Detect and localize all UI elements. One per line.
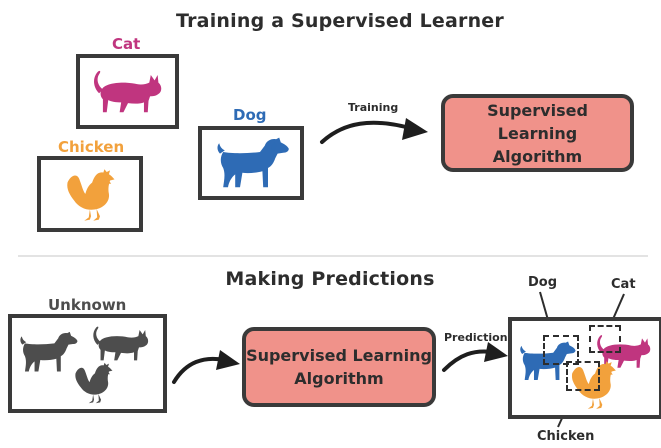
cat-image-frame xyxy=(76,54,179,129)
unknown-animals-icon xyxy=(20,326,149,404)
output-image-frame xyxy=(508,317,661,419)
prediction-algorithm-box: Supervised Learning Algorithm xyxy=(242,327,436,407)
dog-detection-box xyxy=(543,335,579,365)
chicken-image-frame xyxy=(37,156,143,232)
prediction-algorithm-line2: Algorithm xyxy=(294,369,384,388)
unknown-image-frame xyxy=(8,314,167,413)
prediction-algorithm-line1: Supervised Learning xyxy=(246,346,432,365)
training-algorithm-line1: Supervised Learning xyxy=(487,100,588,143)
dog-image-frame xyxy=(198,126,304,200)
dog-icon xyxy=(217,137,289,188)
training-arrow-label: Training xyxy=(348,101,399,114)
cat-icon xyxy=(94,70,162,113)
section-divider xyxy=(18,255,648,257)
dog-label: Dog xyxy=(233,106,267,124)
training-algorithm-line2: Algorithm xyxy=(492,146,583,166)
chicken-detection-box xyxy=(566,361,600,391)
training-algorithm-box: Supervised Learning Algorithm xyxy=(441,94,634,172)
chicken-label: Chicken xyxy=(58,138,125,156)
training-title: Training a Supervised Learner xyxy=(176,10,504,32)
prediction-arrow-label: Prediction xyxy=(444,331,508,344)
output-chicken-label: Chicken xyxy=(537,429,595,444)
unknown-label: Unknown xyxy=(48,296,127,314)
output-dog-label: Dog xyxy=(528,275,558,290)
cat-detection-box xyxy=(589,325,621,353)
cat-label: Cat xyxy=(112,35,141,53)
output-cat-label: Cat xyxy=(611,277,636,292)
chicken-icon xyxy=(67,169,115,221)
prediction-title: Making Predictions xyxy=(225,268,435,290)
